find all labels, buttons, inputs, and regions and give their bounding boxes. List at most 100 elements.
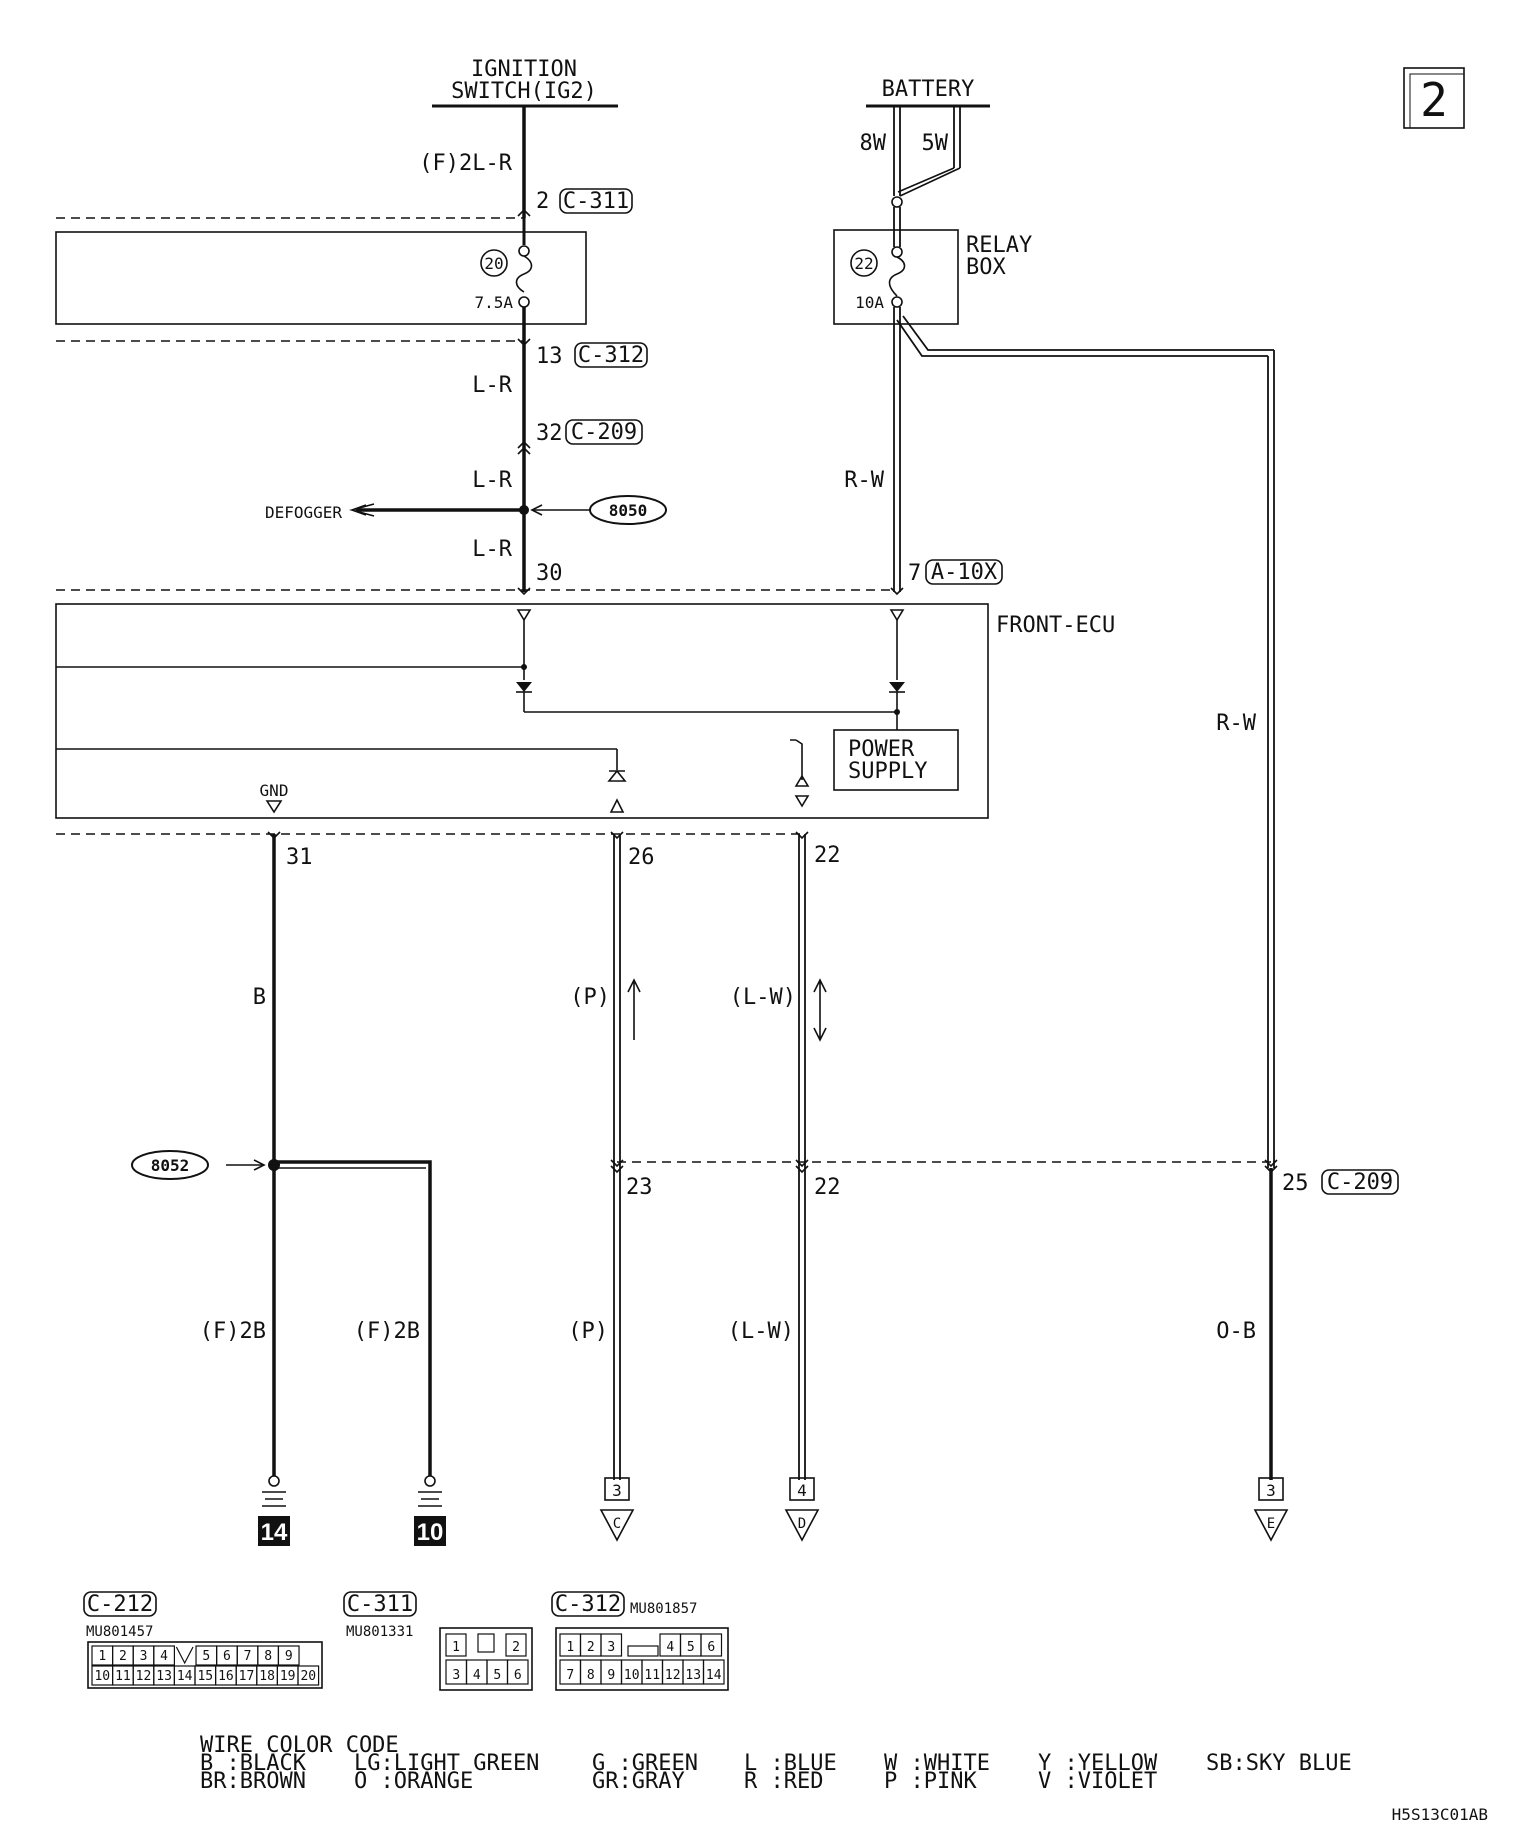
wcc-item: B :BLACK: [200, 1751, 307, 1776]
conn-view-c212-name: C-212: [87, 1592, 153, 1617]
connector-key-icon: [627, 1645, 659, 1657]
pin-31: 31: [286, 845, 313, 870]
fuse-22-no: 22: [854, 254, 873, 273]
wcc-item: SB:SKY BLUE: [1206, 1751, 1352, 1776]
conn-view-c312-name: C-312: [555, 1592, 621, 1617]
connector-pin-number: 7: [566, 1668, 574, 1683]
conn-view-c312-part: MU801857: [630, 1601, 697, 1617]
connector-pin-number: 6: [223, 1649, 231, 1664]
conn-view-c311: [439, 1627, 533, 1691]
defogger-label: DEFOGGER: [265, 503, 342, 522]
connector-pin-number: 10: [624, 1668, 640, 1683]
wcc-item: R :RED: [744, 1769, 823, 1794]
connector-pin-number: 18: [259, 1669, 275, 1684]
connector-pin-number: 4: [666, 1640, 674, 1655]
terminal-c: 3 C: [599, 1477, 635, 1542]
conn-view-c212: [87, 1641, 323, 1689]
splice-8050: 8050: [609, 501, 648, 520]
power-supply-label-2: SUPPLY: [848, 759, 927, 784]
connector-pin-number: 4: [473, 1668, 481, 1683]
connector-pin-cell: [277, 1645, 300, 1666]
terminal-e-letter: E: [1267, 1516, 1275, 1532]
conn-c312-box: [574, 342, 648, 368]
svg-text:3: 3: [612, 1481, 622, 1500]
connector-pin-number: 9: [607, 1668, 615, 1683]
fuse-22-badge: [850, 249, 878, 277]
front-ecu-label: FRONT-ECU: [996, 613, 1115, 638]
pin-32: 32: [536, 421, 563, 446]
connector-mark: [890, 587, 904, 596]
wire-label-p2: (P): [568, 1319, 608, 1344]
svg-text:4: 4: [797, 1481, 807, 1500]
wire-label-ob: O-B: [1216, 1319, 1256, 1344]
connector-pin-number: 1: [98, 1649, 106, 1664]
wcc-item: P :PINK: [884, 1769, 977, 1794]
connector-pin-cell: [506, 1659, 529, 1685]
terminal-d-letter: D: [798, 1516, 806, 1532]
connector-pin-number: 15: [197, 1669, 213, 1684]
conn-view-c311-name: C-311: [347, 1592, 413, 1617]
figure-code: H5S13C01AB: [1392, 1805, 1488, 1824]
ground-10: 10: [414, 1475, 446, 1546]
connector-pin-number: 5: [493, 1668, 501, 1683]
power-supply-box: [833, 729, 959, 791]
wcc-item: W :WHITE: [884, 1751, 990, 1776]
terminal-c-letter: C: [613, 1516, 621, 1532]
svg-text:3: 3: [1266, 1481, 1276, 1500]
connector-pin-number: 19: [280, 1669, 296, 1684]
relay-box-label-2: BOX: [966, 255, 1006, 280]
wire-label-lw1: (L-W): [730, 985, 796, 1010]
ground-14-label: 14: [261, 1519, 288, 1546]
connector-pin-number: 6: [707, 1640, 715, 1655]
connector-pin-number: 1: [566, 1640, 574, 1655]
power-supply-label-1: POWER: [848, 737, 915, 762]
connector-pin-number: 12: [136, 1669, 152, 1684]
pin-25: 25: [1282, 1171, 1309, 1196]
terminal-e: 3 E: [1253, 1477, 1289, 1542]
conn-c311: C-311: [563, 189, 629, 214]
fuse-block-box: [55, 231, 587, 325]
ground-10-label: 10: [417, 1519, 444, 1546]
pin-22b: 22: [814, 1175, 841, 1200]
conn-view-c212-part: MU801457: [86, 1624, 153, 1640]
wcc-item: L :BLUE: [744, 1751, 837, 1776]
fuse-20-symbol: [515, 255, 533, 293]
ignition-label-1: IGNITION: [471, 57, 577, 82]
fuse-20-no: 20: [484, 254, 503, 273]
connector-key-icon: [175, 1646, 194, 1665]
pin-26: 26: [628, 845, 655, 870]
fuse-22-symbol: [888, 256, 906, 297]
wire-label-rw1: R-W: [844, 468, 884, 493]
conn-c209a: C-209: [571, 420, 637, 445]
splice-8050-badge: [589, 495, 667, 525]
pin-23: 23: [626, 1175, 653, 1200]
conn-c312: C-312: [578, 343, 644, 368]
connector-pin-cell: [700, 1633, 723, 1657]
wire-label-b: B: [253, 985, 266, 1010]
splice-8052: 8052: [151, 1156, 190, 1175]
wire-label-rw2: R-W: [1216, 711, 1256, 736]
wcc-item: V :VIOLET: [1038, 1769, 1157, 1794]
pin-2: 2: [536, 189, 549, 214]
pin-7: 7: [908, 561, 921, 586]
relay-box-label-1: RELAY: [966, 233, 1032, 258]
connector-pin-number: 7: [244, 1649, 252, 1664]
wire-label-lw2: (L-W): [728, 1319, 794, 1344]
splice-8052-badge: [131, 1150, 209, 1180]
connector-pin-number: 20: [300, 1669, 316, 1684]
connector-mark: [517, 338, 531, 347]
ignition-label-2: SWITCH(IG2): [451, 79, 597, 104]
connector-pin-number: 13: [156, 1669, 172, 1684]
connector-pin-number: 2: [512, 1640, 520, 1655]
conn-view-c312: [555, 1627, 729, 1691]
connector-pin-cell: [445, 1633, 467, 1657]
fuse-20-badge: [480, 249, 508, 277]
wcc-item: LG:LIGHT GREEN: [354, 1751, 539, 1776]
connector-pin-cell: [505, 1633, 527, 1657]
page-tag: 2: [1420, 73, 1448, 127]
conn-c209b-box: [1321, 1169, 1399, 1195]
battery-wire-8w: 8W: [860, 131, 887, 156]
bidirectional-arrow-icon: [813, 978, 827, 1042]
connector-pin-number: 13: [685, 1668, 701, 1683]
